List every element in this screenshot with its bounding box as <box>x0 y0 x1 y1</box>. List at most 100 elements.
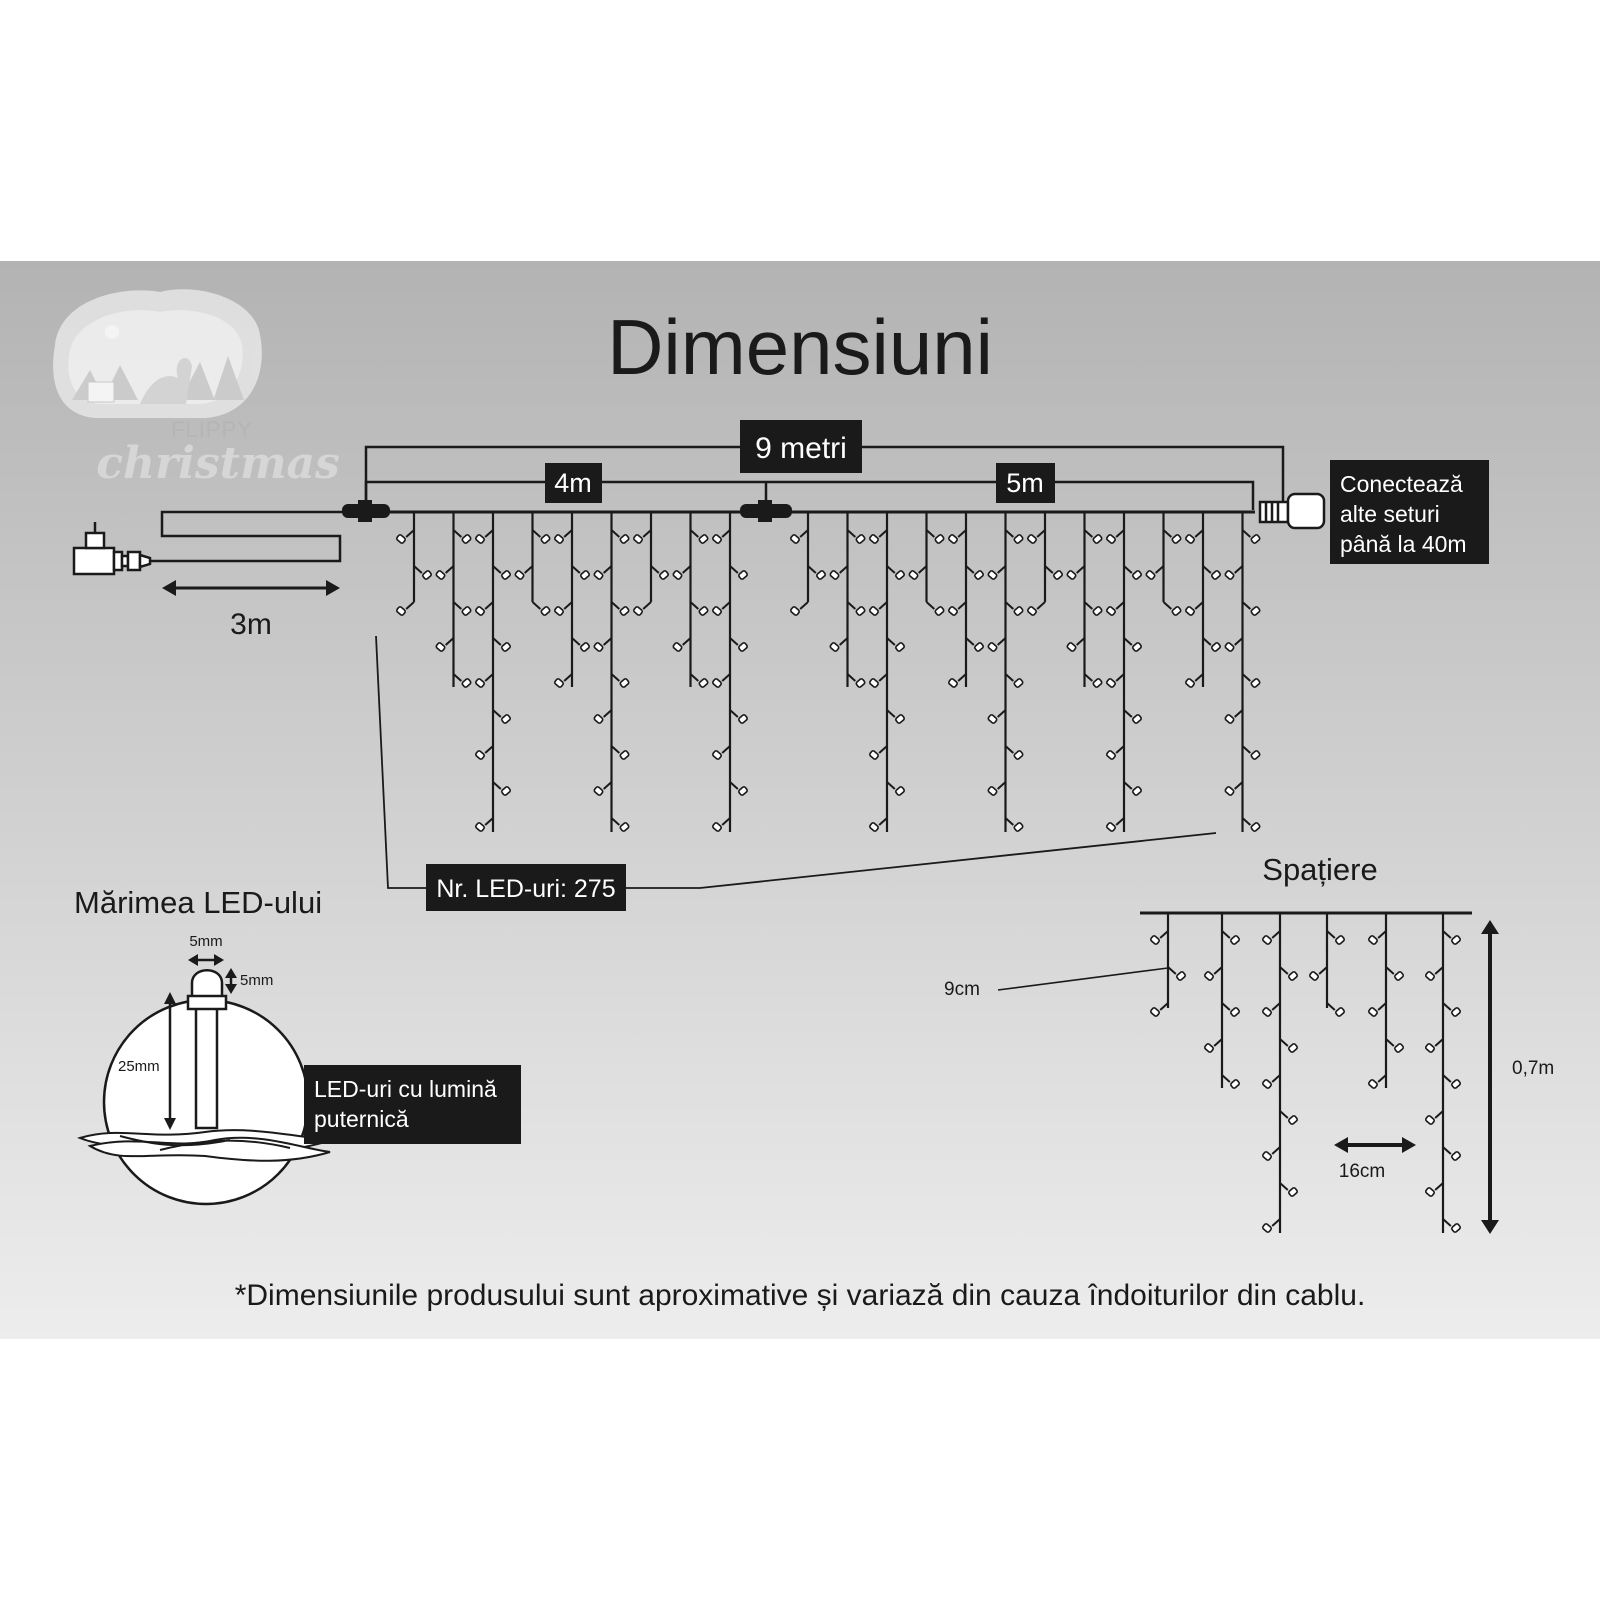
led-icon <box>1106 817 1125 832</box>
lead-cable <box>150 510 346 563</box>
led-icon <box>475 817 494 832</box>
led-icon <box>475 529 494 544</box>
led-icon <box>1368 930 1387 945</box>
led-icon <box>1442 930 1461 945</box>
led-icon <box>712 529 731 544</box>
led-icon <box>1224 781 1244 796</box>
left-connector <box>342 500 390 522</box>
icicle-drop <box>1185 512 1221 688</box>
led-icon <box>1004 745 1024 760</box>
led-icon <box>829 565 849 580</box>
led-icon <box>869 817 888 832</box>
led-icon <box>908 565 928 580</box>
segment-bracket <box>364 480 1255 510</box>
led-icon <box>1185 529 1204 544</box>
led-icon <box>925 529 945 544</box>
led-icon <box>610 529 630 544</box>
led-icon <box>1221 1002 1240 1017</box>
total-length-label-box <box>740 420 862 473</box>
led-icon <box>1385 1038 1404 1053</box>
led-icon <box>475 745 494 760</box>
led-icon <box>1202 637 1221 652</box>
led-icon <box>886 637 905 652</box>
led-icon <box>1368 1002 1387 1017</box>
led-icon <box>633 601 652 616</box>
led-icon <box>610 601 630 616</box>
led-icon <box>712 817 731 832</box>
led-icon <box>1083 673 1103 688</box>
icicle-drop <box>987 512 1024 832</box>
led-icon <box>1185 601 1204 616</box>
icicle-drop <box>1106 512 1142 832</box>
led-icon <box>1027 529 1046 544</box>
icicle-drops <box>396 512 1261 832</box>
led-icon <box>729 709 748 724</box>
led-icon <box>610 673 630 688</box>
led-icon <box>729 781 748 796</box>
led-icon <box>475 673 494 688</box>
led-icon <box>948 529 967 544</box>
spacing-horizontal-arrow <box>1334 1137 1416 1153</box>
led-icon <box>475 601 494 616</box>
led-icon <box>1066 565 1086 580</box>
led-icon <box>1224 709 1244 724</box>
led-icon <box>1309 966 1328 981</box>
led-icon <box>965 565 984 580</box>
connect-note-line-1: Conectează <box>1340 471 1463 497</box>
spacing-vertical-pointer <box>997 967 1169 991</box>
led-icon <box>571 637 590 652</box>
lead-cable-label: 3m <box>230 608 272 641</box>
lead-cable-dimension-arrow <box>162 580 340 596</box>
led-icon <box>987 781 1007 796</box>
led-width-label: 5mm <box>189 933 222 950</box>
led-icon <box>1106 745 1125 760</box>
led-icon <box>413 565 432 580</box>
led-icon <box>790 529 809 544</box>
icicle-drop <box>1425 913 1461 1233</box>
end-plug-icon <box>1258 492 1326 530</box>
led-icon <box>712 745 731 760</box>
led-icon <box>1262 1146 1281 1161</box>
led-icon <box>531 529 551 544</box>
led-icon <box>1442 1218 1461 1233</box>
spacing-height-label: 0,7m <box>1512 1058 1554 1079</box>
icicle-drop <box>593 512 630 832</box>
led-icon <box>1004 529 1024 544</box>
led-icon <box>435 637 455 652</box>
led-icon <box>1221 1074 1240 1089</box>
led-icon <box>1004 817 1024 832</box>
winter-landscape-logo-icon <box>53 289 262 418</box>
led-note-line-1: LED-uri cu lumină <box>314 1076 497 1102</box>
icicle-drop <box>554 512 590 688</box>
icicle-drop <box>475 512 511 832</box>
led-icon <box>514 565 534 580</box>
led-icon <box>1425 1110 1444 1125</box>
led-icon <box>1385 966 1404 981</box>
led-icon <box>1262 930 1281 945</box>
led-icon <box>1106 601 1125 616</box>
led-icon <box>452 673 472 688</box>
led-icon <box>1162 601 1182 616</box>
led-icon <box>987 637 1007 652</box>
led-icon <box>1221 930 1240 945</box>
led-icon <box>633 529 652 544</box>
icicle-drop <box>1368 913 1404 1089</box>
led-icon <box>571 565 590 580</box>
icicle-drop <box>435 512 472 688</box>
led-icon <box>1262 1002 1281 1017</box>
led-icon <box>492 637 511 652</box>
logo-text-top: FLIPPY <box>171 417 253 442</box>
led-icon <box>1106 529 1125 544</box>
led-size-title: Mărimea LED-ului <box>74 885 322 920</box>
segment-right-label: 5m <box>1006 468 1044 498</box>
led-icon <box>1204 966 1223 981</box>
segment-left-label-box <box>545 463 602 503</box>
icicle-drop <box>948 512 984 688</box>
footnote: *Dimensiunile produsului sunt aproximati… <box>235 1279 1366 1312</box>
led-icon <box>672 565 692 580</box>
led-icon <box>1262 1074 1281 1089</box>
icicle-drop <box>869 512 905 832</box>
led-icon <box>1167 966 1186 981</box>
icicle-drop <box>1145 512 1182 616</box>
led-icon <box>1279 1038 1298 1053</box>
